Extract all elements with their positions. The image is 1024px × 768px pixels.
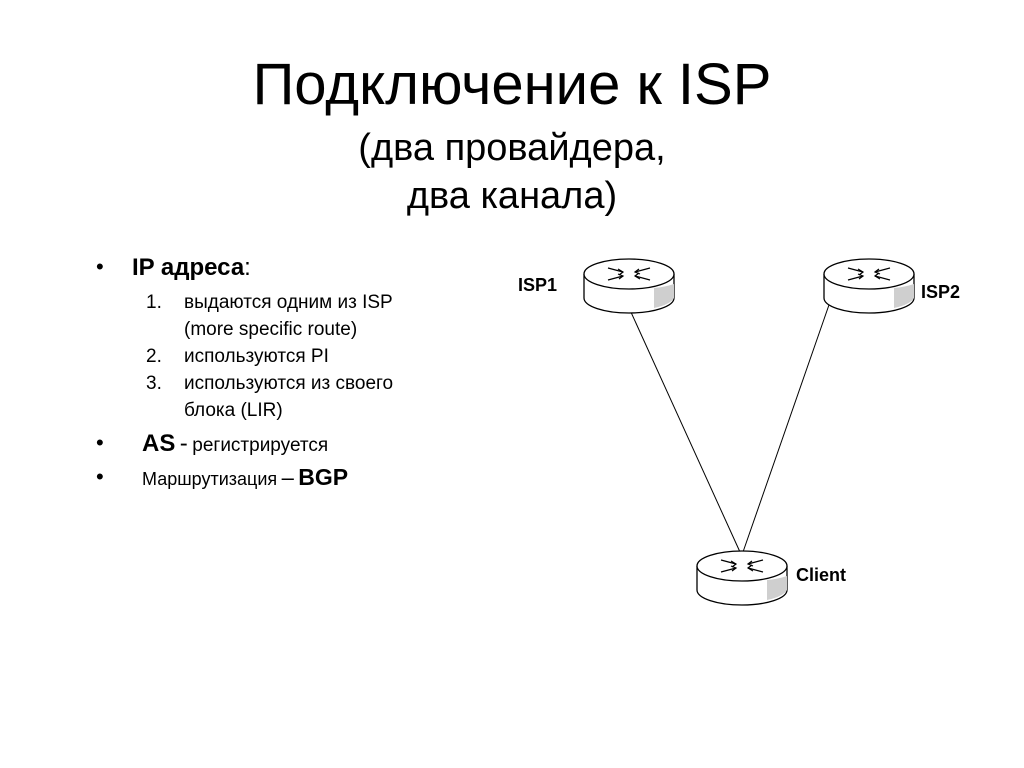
router-icon: [696, 550, 788, 606]
bullet-marker: •: [96, 464, 104, 489]
routing-dash: –: [281, 465, 294, 490]
bgp-label: BGP: [298, 464, 349, 490]
slide-title: Подключение к ISP: [252, 52, 772, 117]
link-isp1-client: [629, 309, 741, 553]
slide-subtitle-line1: (два провайдера,: [358, 127, 666, 169]
ip-colon: :: [244, 254, 251, 281]
router-icon: [823, 258, 915, 314]
item-text-line2: (more specific route): [184, 319, 358, 340]
as-label: AS: [142, 430, 176, 457]
as-text: регистрируется: [192, 435, 329, 456]
ip-label: IP адреса: [132, 254, 245, 281]
router-icon: [583, 258, 675, 314]
bullet-marker: •: [96, 430, 104, 455]
node-label-isp2: ISP2: [921, 282, 960, 302]
link-isp2-client: [742, 301, 831, 553]
item-text-line1: выдаются одним из ISP: [184, 292, 393, 313]
item-number: 2.: [146, 346, 162, 367]
routing-text: Маршрутизация: [142, 469, 278, 489]
bullet-marker: •: [96, 254, 104, 279]
slide-subtitle-line2: два канала): [406, 175, 618, 217]
item-number: 1.: [146, 292, 162, 313]
node-label-isp1: ISP1: [518, 275, 557, 295]
network-diagram: ISP1 ISP2 Client: [518, 258, 960, 606]
item-text-line1: используются из своего: [184, 373, 394, 394]
item-text-line2: блока (LIR): [184, 400, 283, 421]
item-number: 3.: [146, 373, 162, 394]
node-label-client: Client: [796, 565, 846, 585]
item-text-line1: используются PI: [184, 346, 329, 367]
as-dash: -: [179, 430, 188, 457]
